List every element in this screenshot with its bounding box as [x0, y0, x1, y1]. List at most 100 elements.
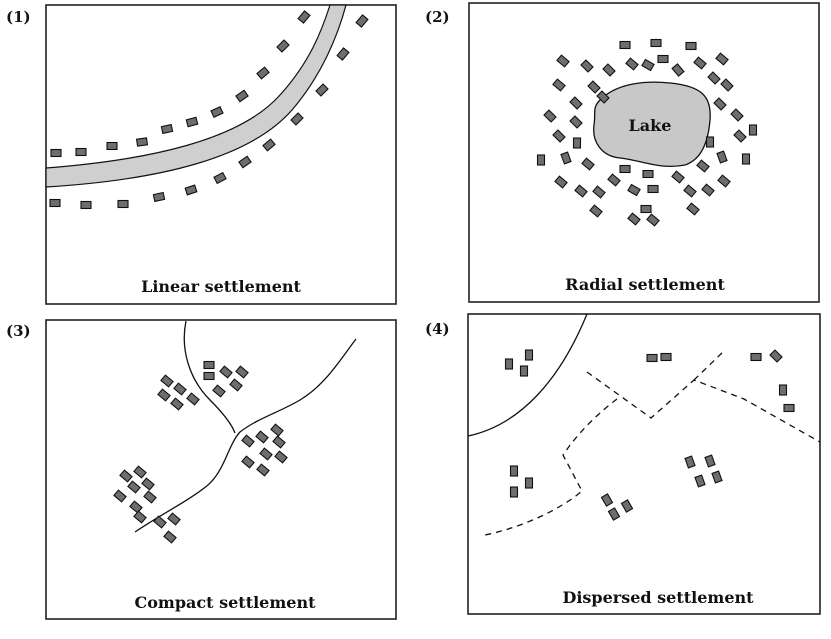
house-icon [210, 105, 224, 119]
river-main [134, 338, 357, 533]
house-icon [290, 112, 304, 126]
house-icon [184, 184, 198, 196]
lake [593, 81, 711, 168]
house-icon [167, 512, 181, 526]
house-icon [602, 63, 616, 77]
house-icon [686, 202, 700, 216]
house-icon [715, 52, 729, 66]
road [45, 4, 347, 188]
house-icon [504, 358, 514, 370]
panel-2-caption: Radial settlement [565, 275, 725, 294]
house-icon [524, 349, 534, 361]
house-icon [262, 138, 276, 152]
house-icon [694, 474, 706, 488]
house-icon [769, 349, 783, 363]
house-icon [641, 58, 655, 72]
field-boundary-3 [484, 398, 618, 536]
panel-4-number: (4) [425, 320, 450, 338]
lake-label: Lake [629, 116, 672, 135]
house-icon [238, 155, 252, 169]
house-icon [203, 360, 215, 370]
house-icon [119, 469, 133, 483]
house-icon [143, 490, 157, 504]
panel-4-caption: Dispersed settlement [562, 588, 754, 607]
house-icon [255, 430, 269, 444]
house-icon [219, 365, 233, 379]
river-branch-north [183, 320, 236, 434]
house-icon [607, 507, 621, 521]
house-icon [203, 371, 215, 381]
house-icon [256, 463, 270, 477]
boundary-arc [467, 313, 588, 437]
house-icon [569, 115, 583, 129]
house-icon [625, 57, 639, 71]
house-icon [106, 141, 118, 151]
house-icon [581, 157, 595, 171]
house-icon [657, 54, 669, 64]
house-icon [536, 154, 546, 166]
panel-linear: Linear settlement [45, 4, 397, 305]
house-icon [619, 164, 631, 174]
house-icon [133, 510, 147, 524]
house-icon [619, 40, 631, 50]
house-icon [684, 455, 696, 469]
house-icon [650, 38, 662, 48]
house-icon [235, 89, 249, 103]
panel-1-caption: Linear settlement [141, 277, 301, 296]
panel-4-frame [467, 313, 821, 615]
house-icon [135, 137, 149, 147]
panel-3-number: (3) [6, 322, 31, 340]
panel-2-number: (2) [425, 8, 450, 26]
house-icon [592, 185, 606, 199]
house-icon [259, 447, 273, 461]
house-icon [186, 392, 200, 406]
house-icon [276, 39, 290, 53]
house-icon [133, 465, 147, 479]
house-icon [627, 212, 641, 226]
house-icon [509, 465, 519, 477]
house-icon [554, 175, 568, 189]
house-icon [671, 170, 685, 184]
house-icon [160, 123, 174, 135]
panel-2-frame [468, 2, 820, 303]
house-icon [213, 171, 227, 185]
house-icon [685, 41, 697, 51]
house-icon [229, 378, 243, 392]
house-icon [572, 137, 582, 149]
houses-linear [49, 10, 369, 210]
house-icon [127, 480, 141, 494]
house-icon [270, 423, 284, 437]
house-icon [620, 499, 634, 513]
house-icon [509, 486, 519, 498]
house-icon [235, 365, 249, 379]
house-icon [607, 173, 621, 187]
house-icon [683, 184, 697, 198]
house-icon [552, 78, 566, 92]
house-icon [707, 71, 721, 85]
panel-compact: Compact settlement [45, 319, 397, 620]
house-icon [574, 184, 588, 198]
house-icon [642, 169, 654, 179]
house-icon [741, 153, 751, 165]
house-icon [717, 174, 731, 188]
house-icon [705, 136, 715, 148]
house-icon [713, 97, 727, 111]
panel-radial: Lake Radial settlement [468, 2, 820, 303]
house-icon [113, 489, 127, 503]
house-icon [129, 500, 143, 514]
panel-3-frame [45, 319, 397, 620]
house-icon [160, 374, 174, 388]
house-icon [647, 184, 659, 194]
house-icon [748, 124, 758, 136]
house-icon [646, 213, 660, 227]
house-icon [256, 66, 270, 80]
houses-compact [113, 360, 288, 544]
house-icon [733, 129, 747, 143]
house-icon [701, 183, 715, 197]
houses-radial [536, 38, 758, 227]
house-icon [660, 352, 672, 362]
house-icon [720, 78, 734, 92]
house-icon [640, 204, 652, 214]
house-icon [170, 397, 184, 411]
